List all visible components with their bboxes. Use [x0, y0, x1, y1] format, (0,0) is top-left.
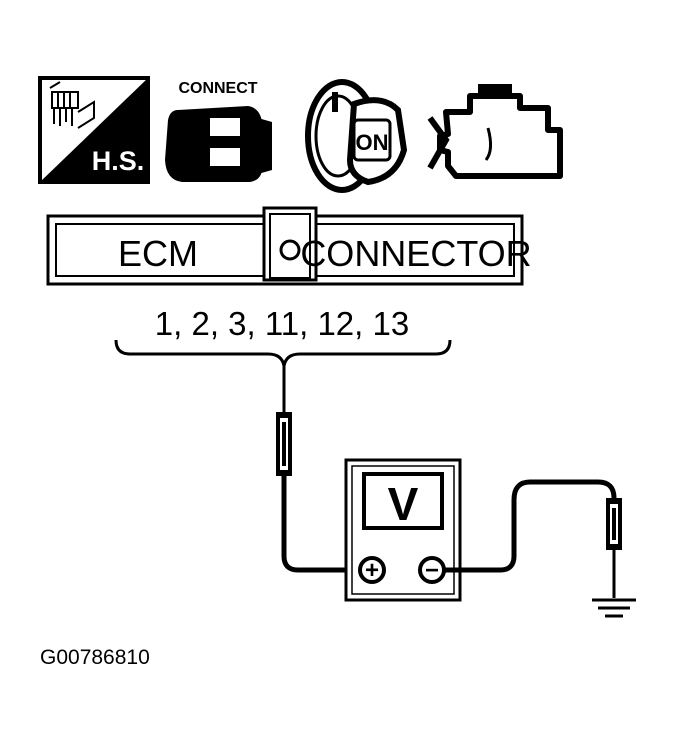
voltmeter: V + − — [344, 458, 462, 602]
voltmeter-display — [362, 472, 444, 530]
connect-label: CONNECT — [178, 80, 257, 97]
negative-probe — [444, 479, 622, 598]
figure-code: G00786810 — [40, 646, 150, 669]
positive-terminal-symbol: + — [365, 557, 379, 584]
connect-icon: CONNECT — [165, 80, 272, 182]
hot-soak-icon: H.S. — [38, 76, 150, 184]
negative-terminal-symbol: − — [425, 557, 439, 584]
connector-latch — [279, 239, 301, 261]
positive-probe — [276, 366, 350, 573]
terminal-brace — [114, 339, 452, 367]
voltmeter-display-label: V — [388, 478, 419, 530]
ecm-label: ECM — [118, 233, 198, 274]
engine-icon — [427, 84, 563, 179]
ground-icon — [592, 598, 636, 618]
ignition-on-label: ON — [356, 130, 389, 155]
connector-label: CONNECTOR — [300, 233, 531, 274]
ignition-on-icon: ON — [305, 79, 408, 193]
ecm-connector: ECM CONNECTOR — [46, 206, 532, 286]
positive-terminal — [358, 556, 386, 584]
hot-soak-label: H.S. — [92, 146, 145, 176]
terminal-list: 1, 2, 3, 11, 12, 13 — [155, 305, 409, 342]
